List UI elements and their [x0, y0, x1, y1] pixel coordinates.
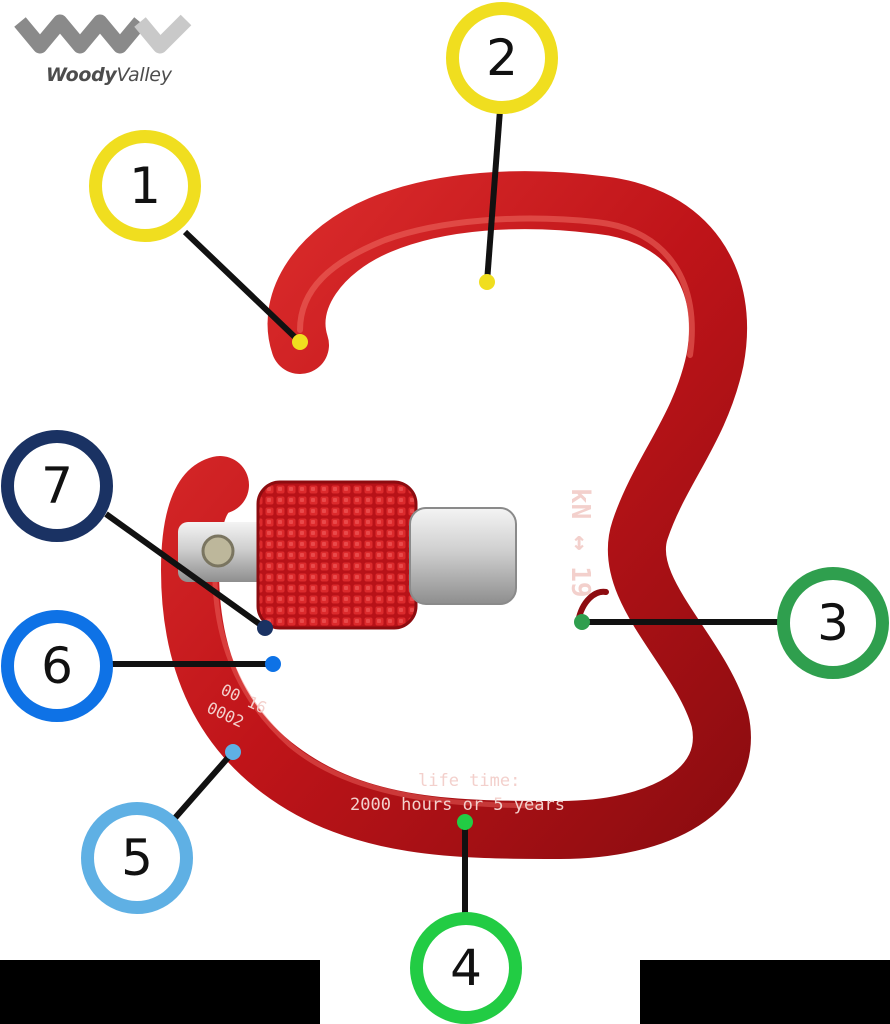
lifetime-label: life time: [418, 771, 521, 791]
marker-dot-6 [265, 656, 281, 672]
strength-rating-engraving: kN ↔ 19 [565, 488, 595, 598]
woody-valley-logo-icon [14, 14, 192, 54]
marker-dot-2 [479, 274, 495, 290]
marker-dot-4 [457, 814, 473, 830]
marker-dot-1 [292, 334, 308, 350]
marker-dot-3 [574, 614, 590, 630]
marker-dot-7 [257, 620, 273, 636]
gate-nose [410, 508, 516, 604]
callout-1: 1 [89, 130, 201, 242]
callout-2: 2 [446, 2, 558, 114]
carabiner-frame [161, 171, 751, 859]
knurled-locking-sleeve [258, 482, 416, 628]
logo-wordmark: WoodyValley [46, 64, 172, 86]
marker-dot-5 [225, 744, 241, 760]
bottom-bar-right [640, 960, 890, 1024]
bottom-bar-left [0, 960, 320, 1024]
lifetime-value: 2000 hours or 5 years [350, 795, 565, 815]
callout-6: 6 [1, 610, 113, 722]
callout-3: 3 [777, 567, 889, 679]
callout-7: 7 [1, 430, 113, 542]
callout-4: 4 [410, 912, 522, 1024]
callout-5: 5 [81, 802, 193, 914]
